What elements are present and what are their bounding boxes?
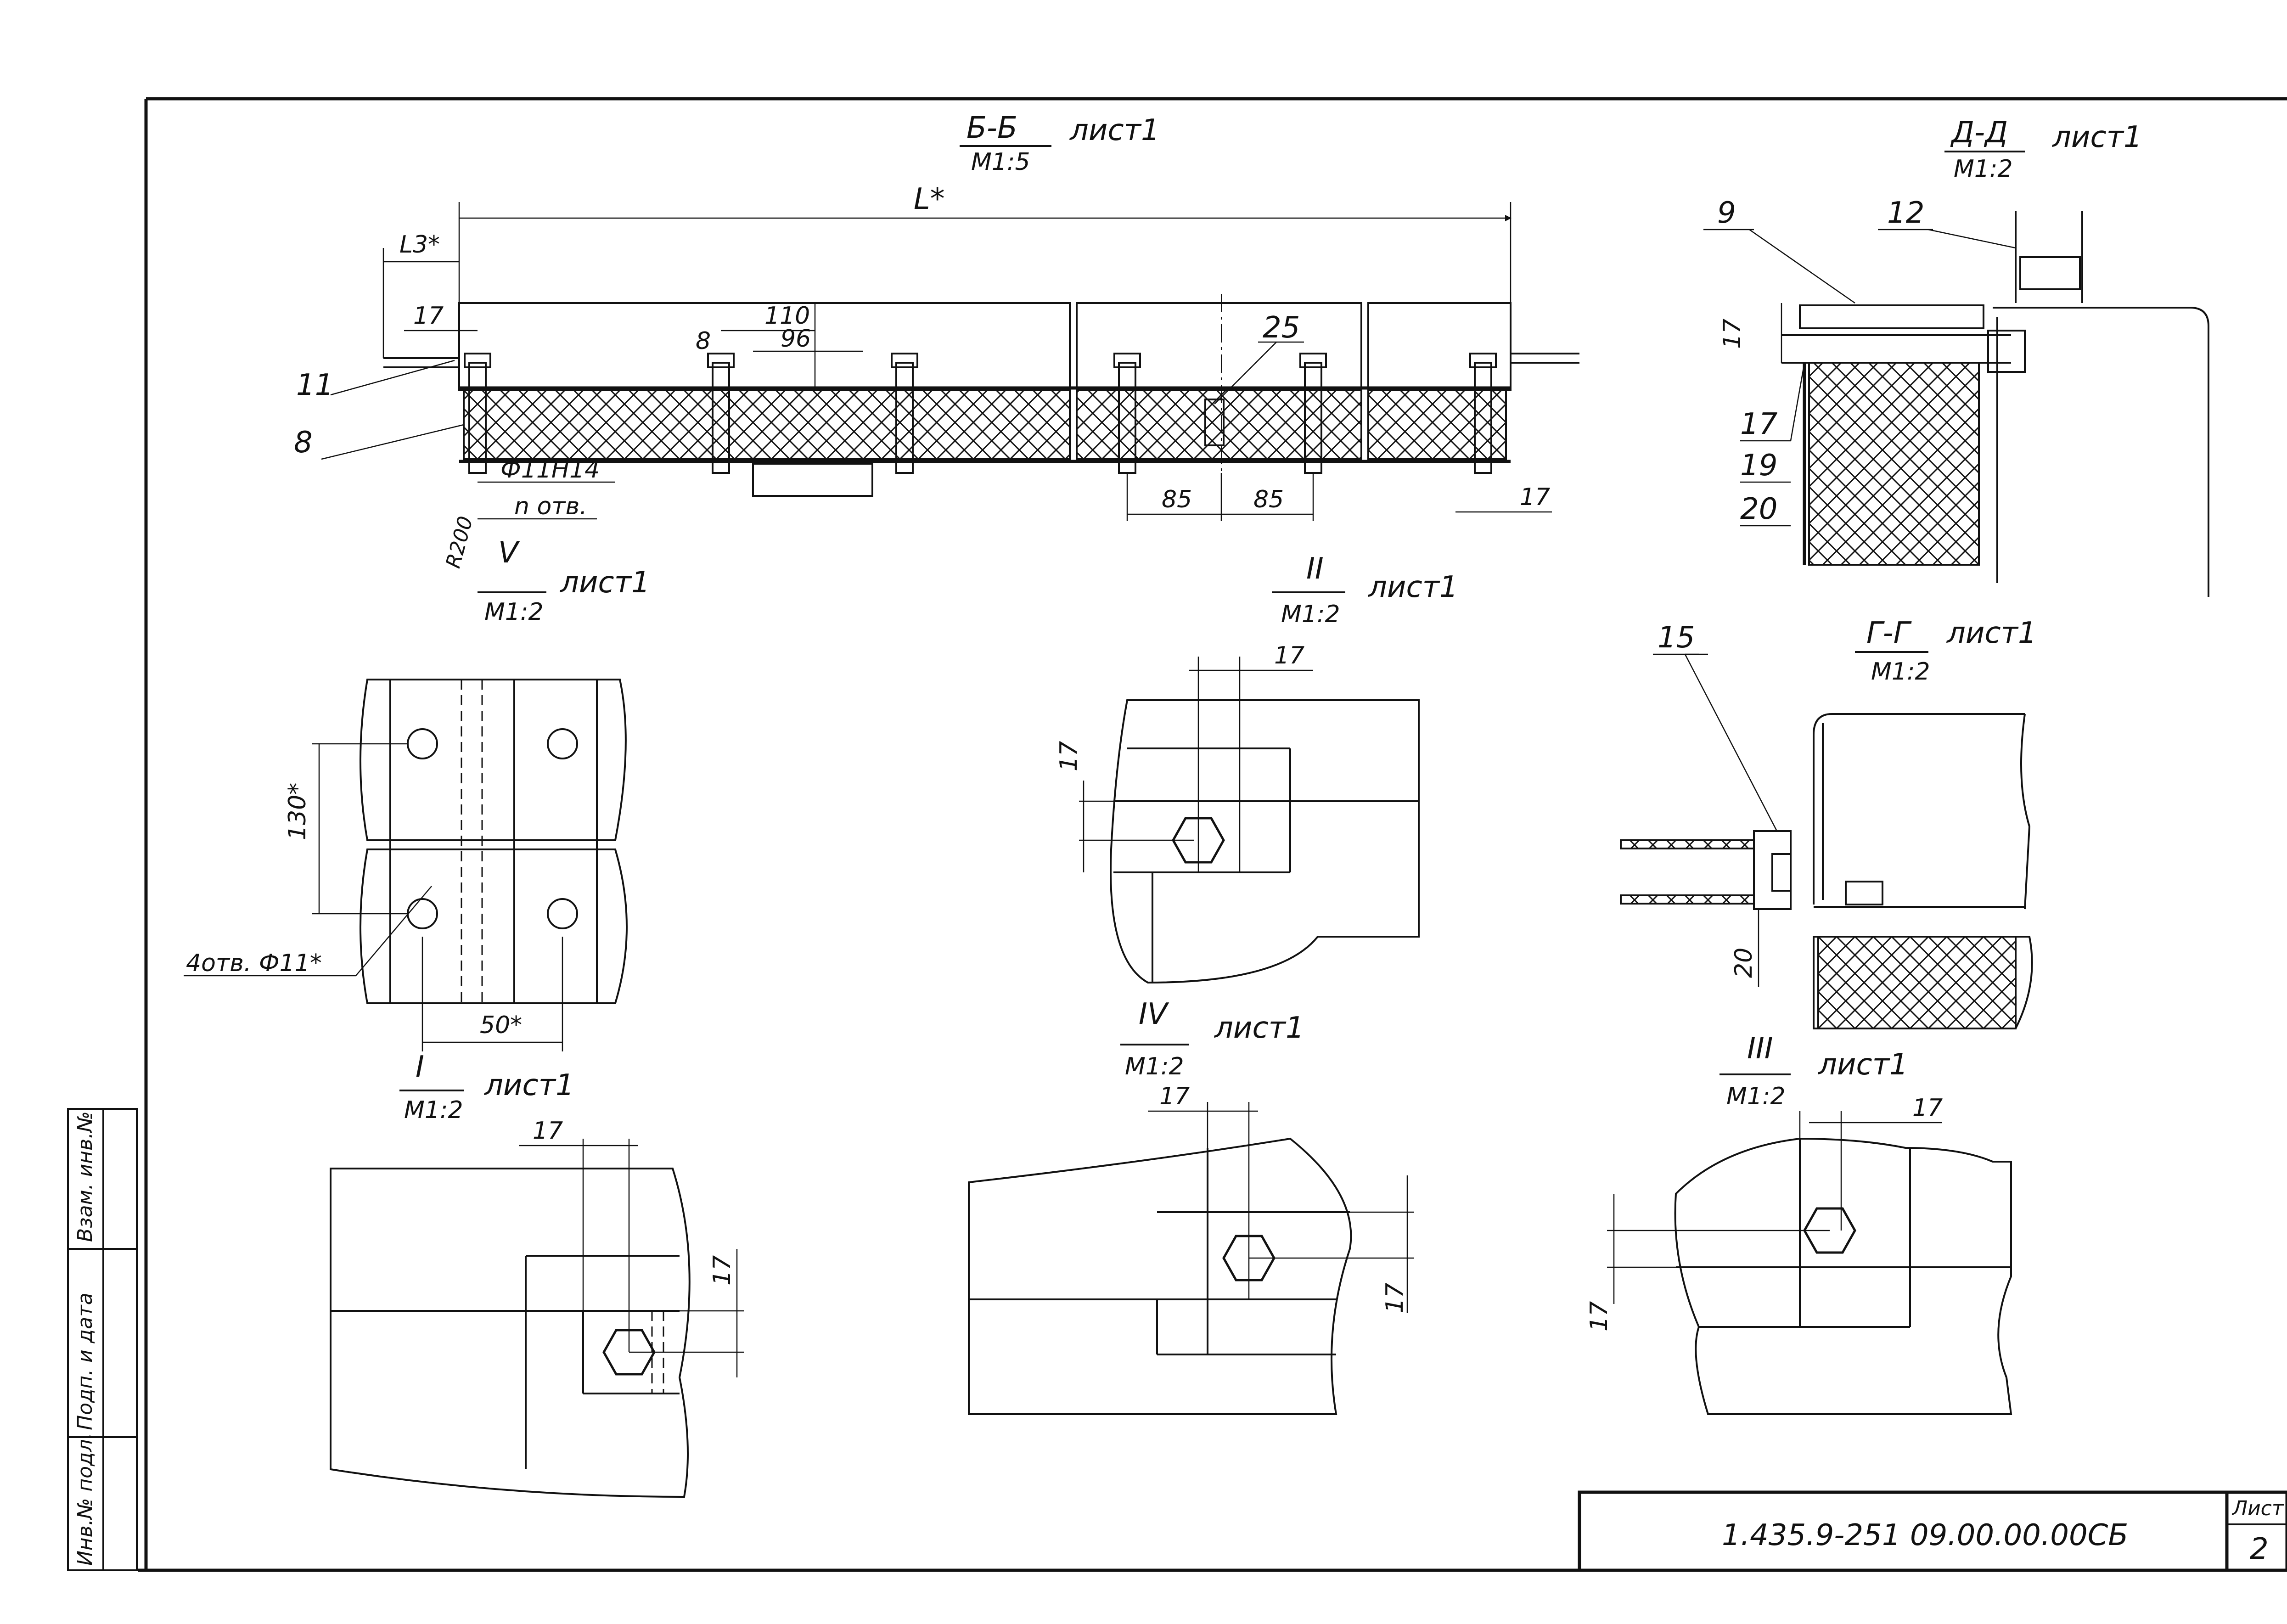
dim-i-17-top: 17 [533, 1117, 563, 1145]
dim-ii-17-left: 17 [1055, 741, 1083, 771]
view-title-i: I М1:2 лист1 [399, 1050, 574, 1124]
side-stamp: Взам. инв.№ Подп. и дата Инв.№ подл. [67, 1108, 138, 1571]
hole-spec: Ф11Н14 [500, 456, 600, 483]
stamp-inv-orig: Инв.№ подл. [73, 1433, 97, 1566]
dim-iv-17-top: 17 [1159, 1083, 1190, 1110]
dim-gg-20: 20 [1730, 948, 1758, 978]
view-dd: Д-Д М1:2 лист1 17 9 12 17 19 20 [1703, 116, 2209, 597]
title-block: 1.435.9-251 09.00.00.00СБ Лист 2 [1578, 1490, 2287, 1572]
svg-text:II: II [1306, 552, 1324, 586]
drawing-code: 1.435.9-251 09.00.00.00СБ [1722, 1518, 2128, 1552]
callout-15: 15 [1658, 621, 1695, 655]
view-title-bb: Б-Б М1:5 лист1 [960, 111, 1160, 176]
callout-25: 25 [1263, 311, 1300, 345]
view-title-v: V М1:2 лист1 [478, 536, 650, 626]
dim-i-17-right: 17 [708, 1255, 736, 1286]
holes-note: 4отв. Ф11* [186, 950, 322, 977]
svg-text:Д-Д: Д-Д [1950, 116, 2008, 150]
dim-iii-17-top: 17 [1912, 1094, 1943, 1122]
svg-text:Г-Г: Г-Г [1866, 616, 1912, 650]
view-i: I М1:2 лист1 17 17 [330, 1050, 744, 1498]
dim-17-right: 17 [1520, 483, 1550, 511]
svg-text:V: V [498, 536, 520, 570]
view-iv: IV М1:2 лист1 17 17 [968, 997, 1414, 1415]
view-title-gg: Г-Г М1:2 лист1 [1855, 616, 2037, 686]
svg-text:М1:2: М1:2 [1281, 601, 1340, 628]
view-title-iii: III М1:2 лист1 [1719, 1032, 1908, 1110]
view-iii: III М1:2 лист1 17 17 [1585, 1032, 2012, 1415]
svg-text:М1:2: М1:2 [484, 598, 544, 626]
svg-text:лист1: лист1 [1367, 570, 1458, 604]
dim-85-right: 85 [1253, 486, 1284, 513]
sheet-frame [138, 97, 2287, 1572]
callout-11: 11 [296, 368, 333, 402]
svg-text:IV: IV [1139, 997, 1169, 1031]
svg-text:М1:2: М1:2 [1726, 1083, 1786, 1110]
stamp-inv-replace: Взам. инв.№ [73, 1111, 97, 1242]
view-ii: II М1:2 лист1 17 17 [1055, 552, 1458, 984]
dim-130: 130* [284, 783, 311, 840]
svg-text:лист1: лист1 [1214, 1011, 1304, 1045]
svg-text:М1:2: М1:2 [404, 1096, 463, 1124]
dim-96: 96 [781, 325, 811, 353]
svg-text:лист1: лист1 [1946, 616, 2037, 650]
dim-length-total: L* [914, 182, 945, 216]
dim-85-left: 85 [1162, 486, 1192, 513]
svg-text:М1:5: М1:5 [971, 148, 1030, 176]
callout-17-dd: 17 [1740, 407, 1778, 441]
dim-iv-17-right: 17 [1381, 1283, 1409, 1313]
svg-text:лист1: лист1 [1069, 113, 1160, 147]
svg-text:лист1: лист1 [2051, 120, 2142, 154]
dim-dd-17: 17 [1719, 319, 1746, 349]
svg-text:М1:2: М1:2 [1125, 1053, 1184, 1080]
svg-text:лист1: лист1 [1817, 1048, 1908, 1082]
callout-20: 20 [1740, 492, 1777, 526]
dim-ii-17-top: 17 [1274, 642, 1304, 669]
dim-radius: R200 [441, 514, 478, 571]
view-title-ii: II М1:2 лист1 [1272, 552, 1458, 628]
svg-text:Б-Б: Б-Б [966, 111, 1017, 145]
svg-text:лист1: лист1 [483, 1068, 574, 1102]
bolts-bb [464, 353, 1497, 474]
callout-9: 9 [1717, 196, 1736, 230]
view-v: V М1:2 лист1 130* 50* 4отв. Ф11* [184, 536, 650, 1051]
svg-text:М1:2: М1:2 [1871, 658, 1930, 686]
dim-l3: L3* [399, 231, 440, 258]
view-title-dd: Д-Д М1:2 лист1 [1944, 116, 2142, 183]
view-bb: Б-Б М1:5 лист1 L* L3* [294, 111, 1579, 571]
sheet-number: 2 [2250, 1532, 2269, 1566]
dim-50: 50* [480, 1011, 522, 1039]
sheet-label: Лист [2231, 1497, 2284, 1520]
svg-text:I: I [416, 1050, 424, 1084]
hole-count: n отв. [514, 493, 587, 520]
stamp-sign-date: Подп. и дата [73, 1292, 97, 1430]
dim-iii-17-left: 17 [1585, 1301, 1613, 1332]
view-title-iv: IV М1:2 лист1 [1120, 997, 1304, 1080]
dim-110: 110 [764, 302, 810, 330]
dim-17-top-left: 17 [413, 302, 444, 330]
callout-8: 8 [294, 426, 313, 460]
dim-8: 8 [696, 327, 711, 355]
view-gg: Г-Г М1:2 лист1 15 20 [1620, 616, 2037, 1029]
svg-text:лист1: лист1 [559, 566, 650, 600]
callout-19: 19 [1740, 449, 1777, 483]
svg-text:М1:2: М1:2 [1954, 155, 2013, 183]
svg-text:III: III [1747, 1032, 1773, 1066]
callout-12: 12 [1887, 196, 1924, 230]
